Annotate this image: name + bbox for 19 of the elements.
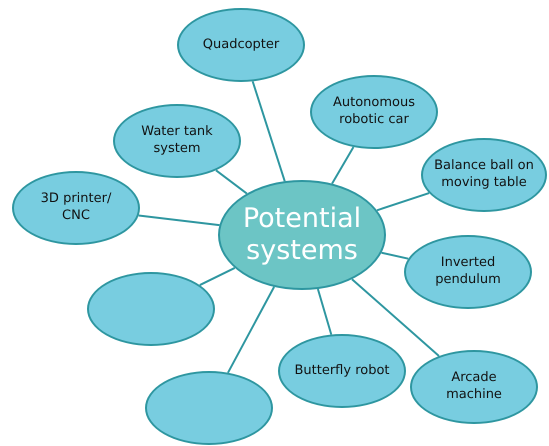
connector-line (351, 278, 440, 357)
topic-label: Inverted pendulum (434, 255, 502, 289)
connector-line (316, 288, 332, 335)
connector-line (331, 146, 354, 184)
topic-label: Potential systems (242, 202, 362, 268)
topic-label: Balance ball on moving table (434, 158, 534, 192)
topic-label: Water tank system (140, 124, 214, 158)
connector-line (215, 170, 248, 194)
topic-label: 3D printer/ CNC (40, 191, 112, 225)
connector-line (199, 267, 236, 286)
topic-label: Butterfly robot (294, 362, 390, 380)
topic-label: Arcade machine (445, 370, 503, 404)
connector-line (138, 214, 220, 226)
connector-line (381, 252, 408, 260)
connector-line (376, 192, 430, 212)
topic-label: Quadcopter (202, 36, 280, 54)
connector-line (252, 81, 286, 182)
topic-label: Autonomous robotic car (332, 95, 416, 129)
connector-line (227, 286, 275, 374)
